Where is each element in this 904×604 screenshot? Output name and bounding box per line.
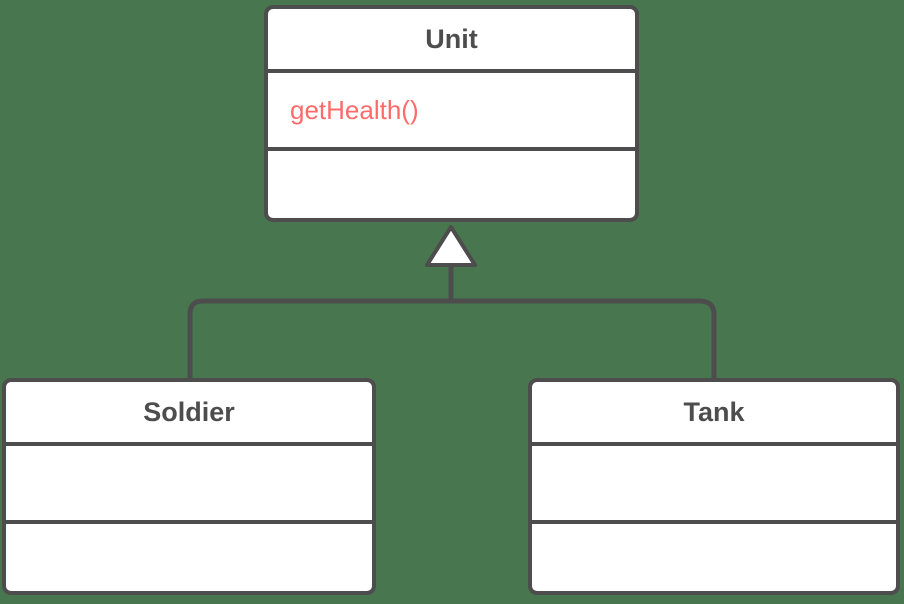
class-method: getHealth() (290, 94, 419, 125)
generalization-arrow-icon[interactable] (425, 225, 477, 267)
class-name-compartment: Tank (532, 382, 896, 446)
class-fields-compartment (532, 524, 896, 591)
class-name-compartment: Unit (268, 9, 635, 73)
class-name: Unit (425, 23, 478, 54)
class-fields-compartment (268, 151, 635, 218)
class-name: Tank (683, 396, 745, 427)
class-box-unit[interactable]: Unit getHealth() (264, 5, 639, 222)
generalization-branch-line[interactable] (187, 298, 717, 378)
class-methods-compartment (532, 446, 896, 524)
class-box-soldier[interactable]: Soldier (2, 378, 376, 595)
class-name-compartment: Soldier (6, 382, 372, 446)
class-methods-compartment: getHealth() (268, 73, 635, 151)
class-box-tank[interactable]: Tank (528, 378, 900, 595)
class-name: Soldier (143, 396, 235, 427)
class-methods-compartment (6, 446, 372, 524)
class-fields-compartment (6, 524, 372, 591)
